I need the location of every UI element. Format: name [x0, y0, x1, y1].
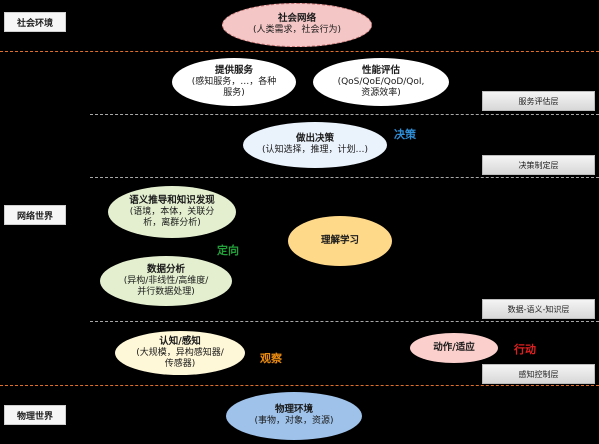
understanding-learning-node: 理解学习	[288, 216, 392, 266]
action-tag: 行动	[514, 343, 536, 356]
performance-eval-title: 性能评估	[361, 64, 400, 76]
physical-world-label: 物理世界	[4, 405, 66, 425]
network-physical-separator	[0, 385, 599, 386]
social-network-node: 社会网络 (人类需求，社会行为)	[222, 3, 372, 47]
network-world-label: 网络世界	[4, 205, 66, 225]
action-adaptation-title: 动作/适应	[433, 342, 475, 354]
observation-tag: 观察	[260, 352, 282, 365]
cognition-perception-title: 认知/感知	[159, 335, 201, 347]
decision-making-subtitle: (认知选择，推理，计划…)	[261, 145, 369, 156]
decision-making-title: 做出决策	[295, 133, 334, 145]
provide-service-node: 提供服务 (感知服务，…，各种 服务)	[172, 58, 296, 106]
semantic-reasoning-node: 语义推导和知识发现 (语境，本体，关联分 析，离群分析)	[108, 186, 236, 238]
social-network-subtitle: (人类需求，社会行为)	[252, 25, 342, 36]
cognition-perception-node: 认知/感知 (大规模，异构感知器/ 传感器)	[115, 331, 245, 375]
orientation-tag: 定向	[217, 244, 239, 257]
provide-service-title: 提供服务	[214, 64, 253, 76]
decision-making-node: 做出决策 (认知选择，推理，计划…)	[243, 122, 387, 168]
physical-environment-subtitle: (事物，对象，资源)	[254, 416, 334, 427]
semantic-reasoning-subtitle: (语境，本体，关联分 析，离群分析)	[129, 206, 215, 228]
semantic-reasoning-title: 语义推导和知识发现	[129, 194, 215, 206]
decision-layer-label: 决策制定层	[482, 155, 595, 175]
performance-eval-node: 性能评估 (QoS/QoE/QoD/QoI, 资源效率)	[313, 58, 449, 106]
data-semantic-layer-label: 数据-语义-知识层	[482, 299, 595, 319]
provide-service-subtitle: (感知服务，…，各种 服务)	[191, 76, 277, 98]
data-analysis-node: 数据分析 (异构/非线性/高维度/ 并行数据处理)	[100, 256, 232, 306]
physical-environment-node: 物理环境 (事物，对象，资源)	[226, 392, 362, 440]
social-network-separator	[0, 51, 599, 52]
data-analysis-subtitle: (异构/非线性/高维度/ 并行数据处理)	[123, 275, 209, 297]
physical-environment-title: 物理环境	[274, 404, 313, 416]
understanding-learning-title: 理解学习	[320, 235, 359, 247]
decision-tag: 决策	[394, 128, 416, 141]
data-perception-separator	[90, 321, 599, 322]
performance-eval-subtitle: (QoS/QoE/QoD/QoI, 资源效率)	[337, 76, 425, 98]
social-environment-label: 社会环境	[4, 12, 66, 32]
cognition-perception-subtitle: (大规模，异构感知器/ 传感器)	[136, 347, 224, 369]
decision-data-separator	[90, 177, 599, 178]
social-network-title: 社会网络	[277, 13, 316, 25]
perception-control-layer-label: 感知控制层	[482, 364, 595, 384]
data-analysis-title: 数据分析	[146, 263, 185, 275]
service-decision-separator	[90, 114, 599, 115]
service-eval-layer-label: 服务评估层	[482, 91, 595, 111]
action-adaptation-node: 动作/适应	[410, 333, 498, 363]
